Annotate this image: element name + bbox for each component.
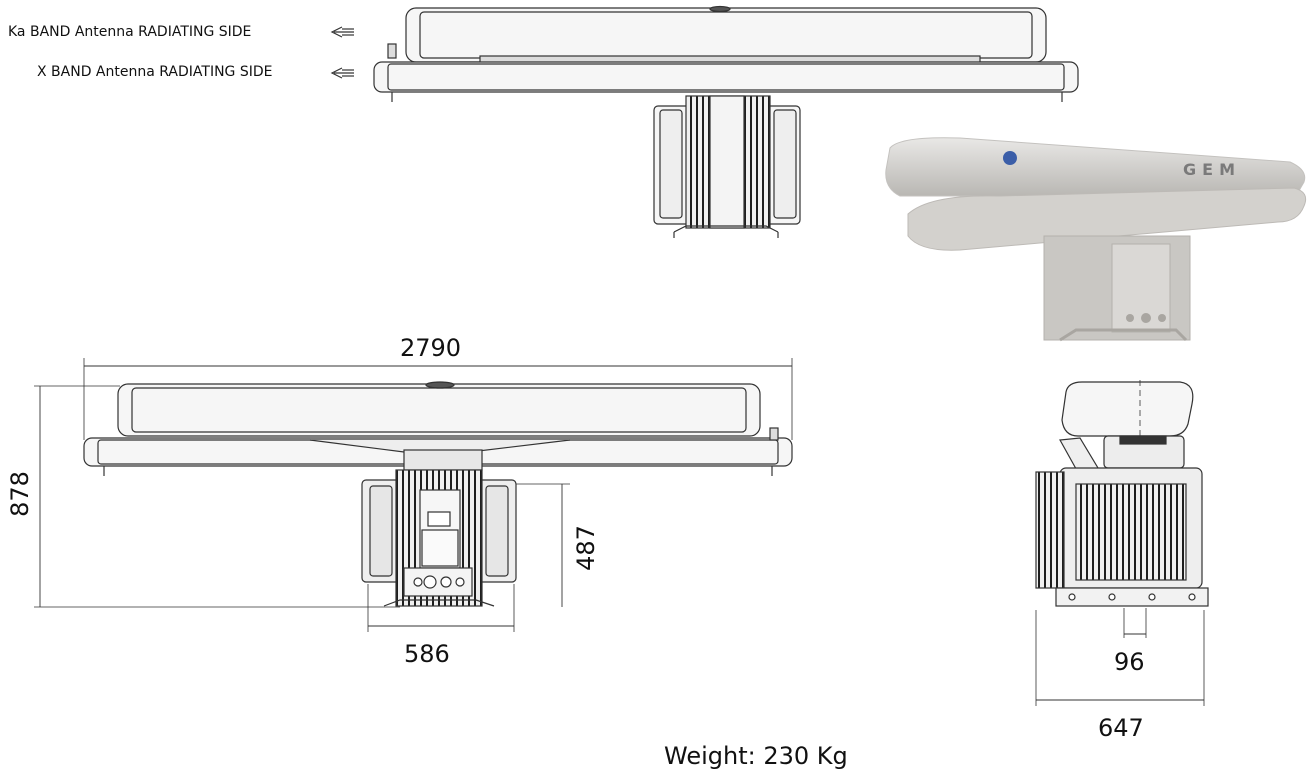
weight-label: Weight: 230 Kg <box>664 742 848 770</box>
photo-logo-icon <box>1003 151 1017 165</box>
dim-pedestal-height: 487 <box>572 525 600 571</box>
ka-antenna-front <box>117 383 761 437</box>
x-antenna-top <box>373 61 1079 93</box>
side-view <box>1035 380 1209 706</box>
front-view <box>34 358 793 632</box>
photo-logo-text: GEM <box>1183 160 1241 179</box>
dim-side-inner: 96 <box>1114 648 1145 676</box>
ka-arrow-icon <box>330 26 354 38</box>
dim-pedestal-width: 586 <box>404 640 450 668</box>
product-photo <box>885 137 1307 342</box>
x-band-label: X BAND Antenna RADIATING SIDE <box>37 64 273 80</box>
dim-side-width: 647 <box>1098 714 1144 742</box>
side-base <box>1055 587 1209 607</box>
top-view <box>330 5 1079 238</box>
dim-width-total: 2790 <box>400 334 462 362</box>
side-radome <box>1061 381 1194 437</box>
ka-antenna-top <box>405 7 1047 63</box>
ka-band-label: Ka BAND Antenna RADIATING SIDE <box>8 24 252 40</box>
dim-height-total: 878 <box>6 471 34 517</box>
x-arrow-icon <box>330 67 354 79</box>
